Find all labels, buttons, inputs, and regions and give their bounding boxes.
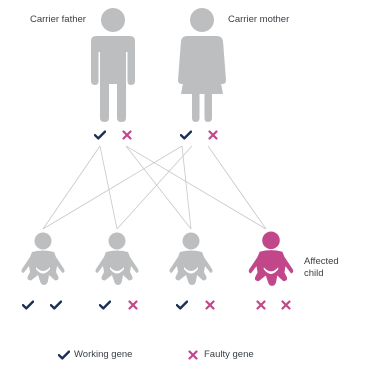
father-label: Carrier father [30, 14, 86, 25]
affected-child-label-line2: child [304, 268, 324, 279]
child-2-gene-1-check-icon [99, 300, 111, 310]
child-3-gene-2-cross-icon [205, 300, 215, 310]
child-1-gene-2-check-icon [50, 300, 62, 310]
legend-check-icon [58, 350, 70, 360]
child-1-figure [21, 232, 65, 285]
child-3-figure [169, 232, 213, 285]
father-faulty-gene-cross-icon [122, 130, 132, 140]
connector-lines [42, 145, 267, 230]
legend-cross-icon [188, 350, 198, 360]
child-2-gene-2-cross-icon [128, 300, 138, 310]
child-4-affected-figure [248, 231, 294, 286]
mother-label: Carrier mother [228, 14, 290, 25]
affected-child-label-line1: Affected [304, 256, 339, 267]
child-1-gene-1-check-icon [22, 300, 34, 310]
legend-faulty-label: Faulty gene [204, 349, 254, 360]
child-2-figure [95, 232, 139, 285]
legend-working-label: Working gene [74, 349, 133, 360]
father-figure [91, 8, 135, 122]
child-4-gene-2-cross-icon [281, 300, 291, 310]
child-3-gene-1-check-icon [176, 300, 188, 310]
mother-figure [178, 8, 226, 122]
father-working-gene-check-icon [94, 130, 106, 140]
child-4-gene-1-cross-icon [256, 300, 266, 310]
mother-working-gene-check-icon [180, 130, 192, 140]
mother-faulty-gene-cross-icon [208, 130, 218, 140]
